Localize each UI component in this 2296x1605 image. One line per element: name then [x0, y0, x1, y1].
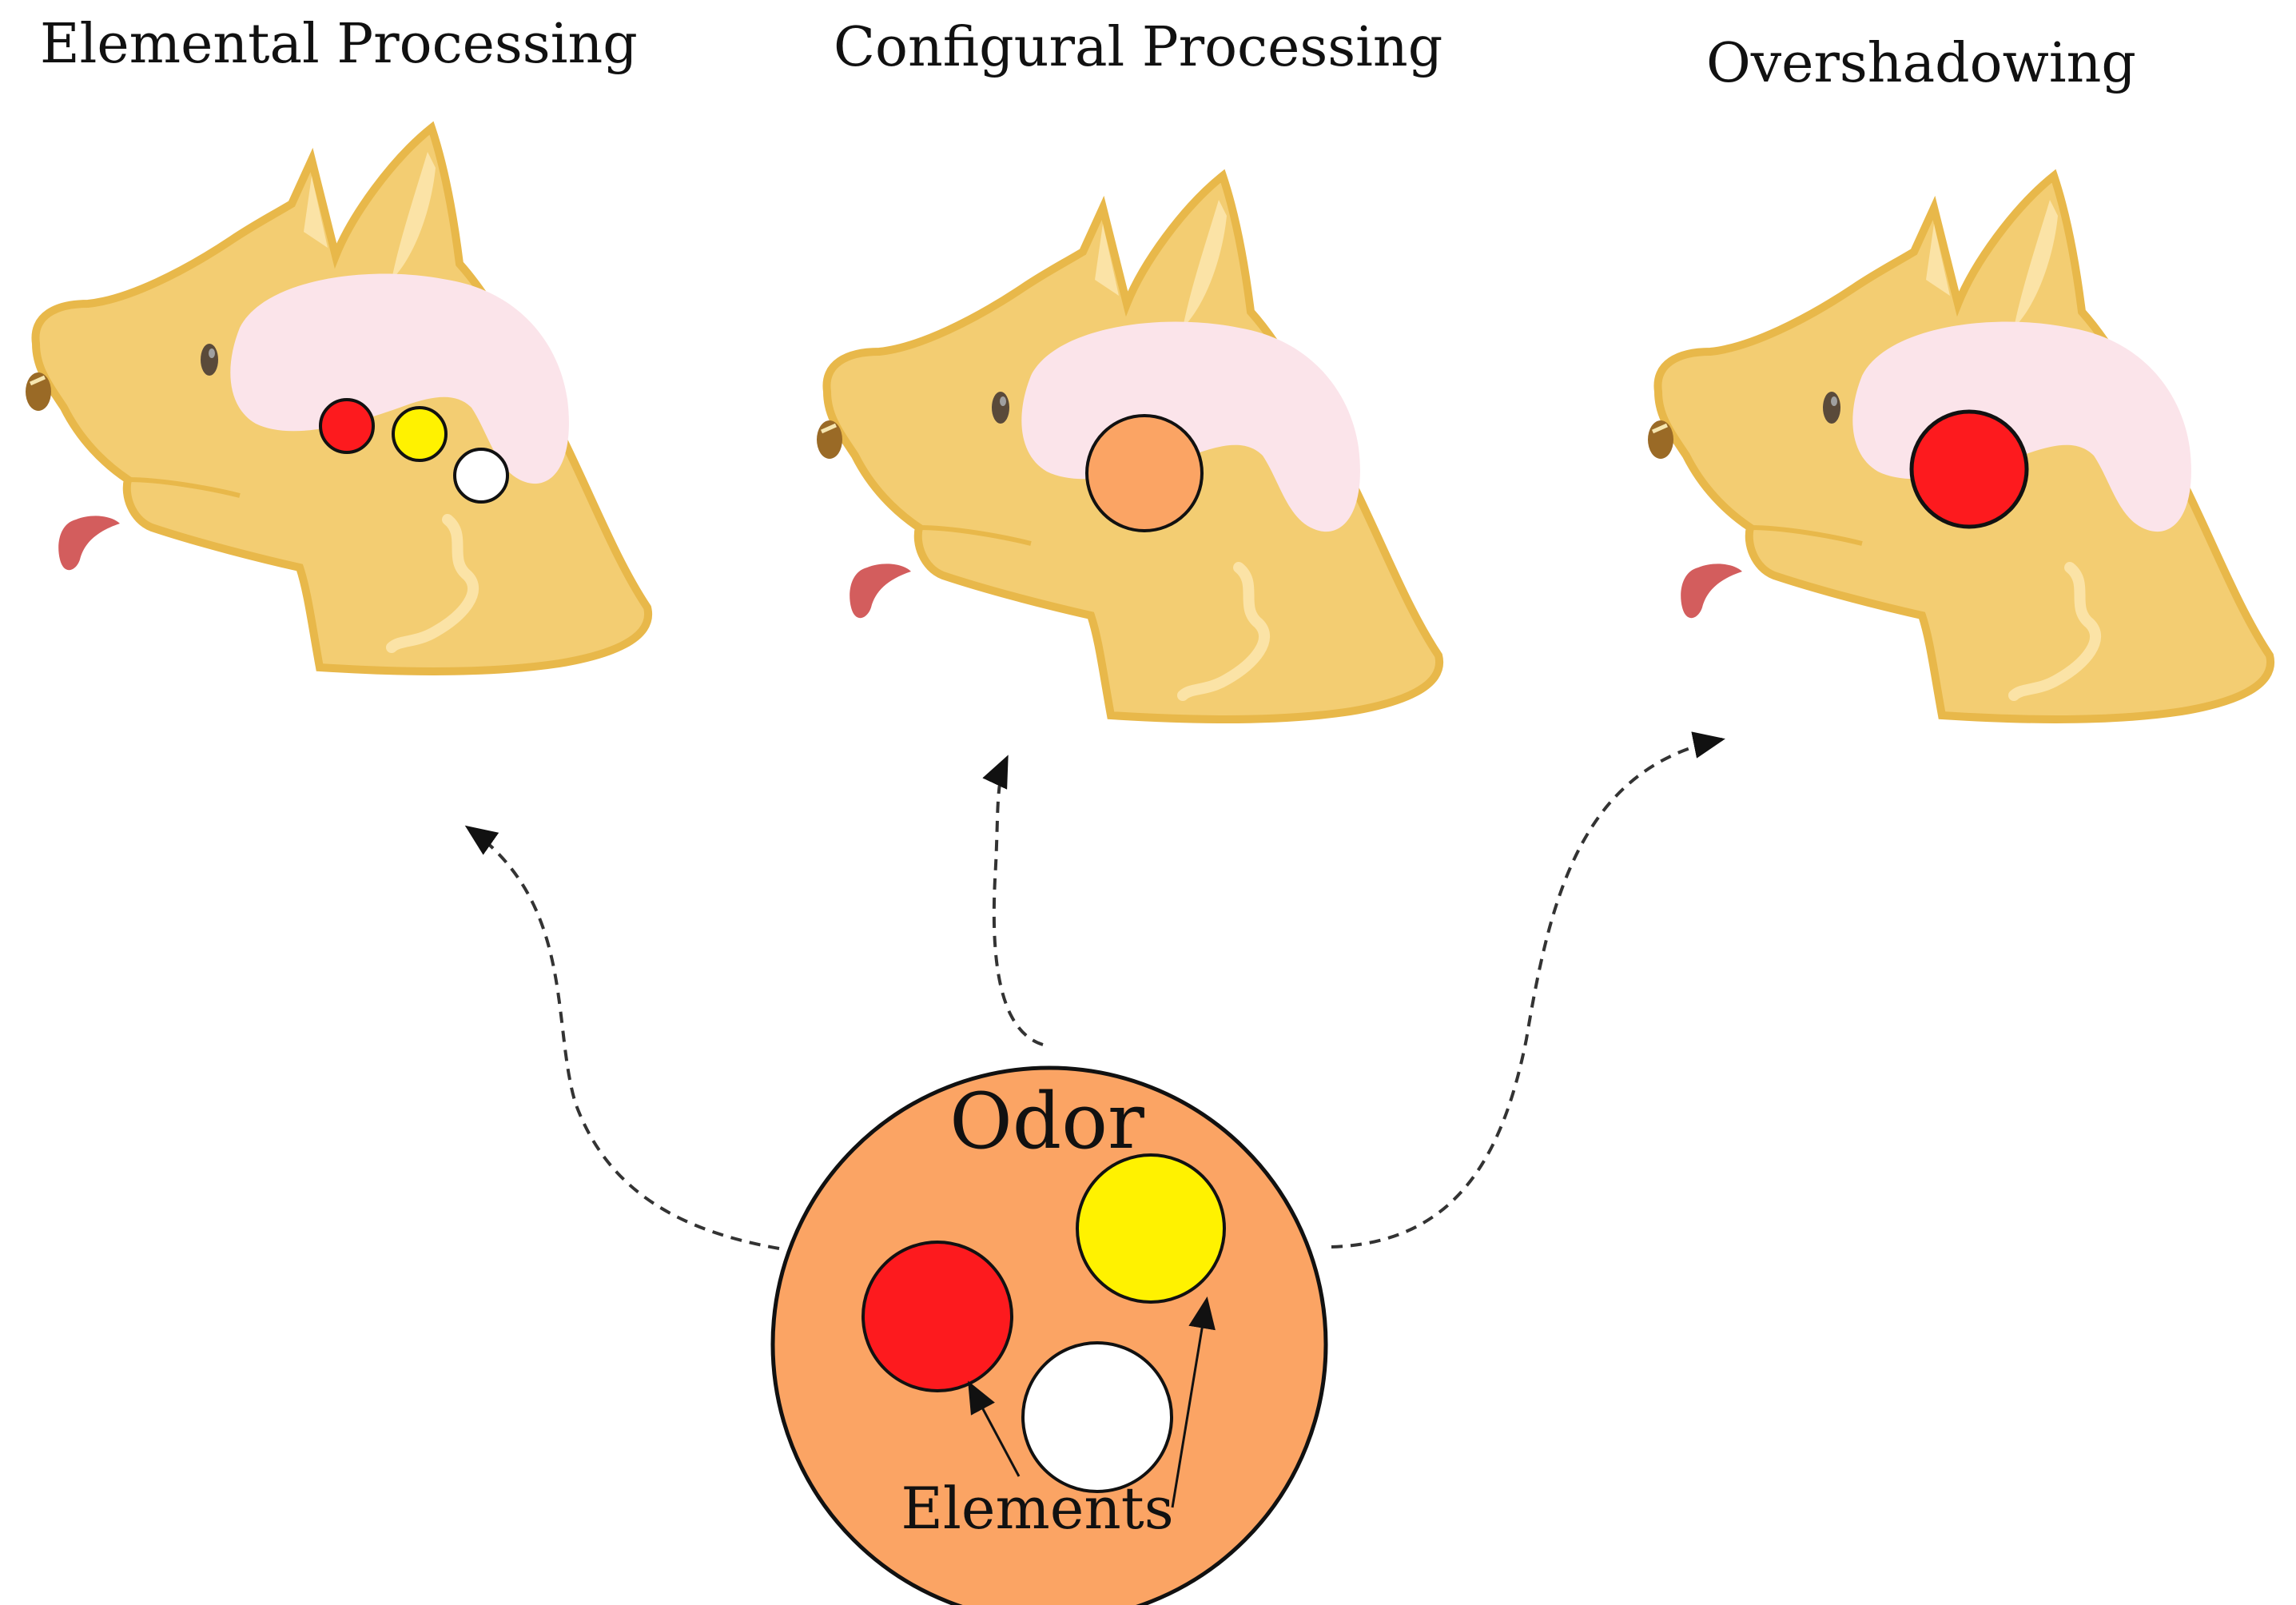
element-white-elemental	[453, 448, 509, 504]
element-red-elemental	[319, 398, 375, 454]
panel-title-configural-processing: Configural Processing	[834, 16, 1443, 79]
dog-head-elemental	[26, 128, 648, 671]
elements-pointer-arrow-red	[968, 1380, 1021, 1477]
overshadowing-dominant-element	[1909, 409, 2029, 529]
panel-title-elemental-processing: Elemental Processing	[40, 13, 638, 76]
odor-element-yellow	[1076, 1153, 1226, 1304]
configural-blend	[1085, 414, 1204, 532]
element-yellow-elemental	[392, 406, 448, 462]
elements-label: Elements	[901, 1475, 1173, 1542]
odor-element-white	[1021, 1341, 1173, 1493]
dashed-arrow-to-configural	[982, 755, 1044, 1046]
odor-element-red	[861, 1241, 1013, 1392]
dashed-arrow-to-overshadowing	[1331, 731, 1725, 1249]
elements-pointer-arrow-yellow	[1171, 1296, 1216, 1508]
odor-label: Odor	[949, 1077, 1144, 1166]
dashed-arrow-to-elemental	[464, 825, 780, 1250]
panel-title-overshadowing: Overshadowing	[1706, 32, 2136, 95]
